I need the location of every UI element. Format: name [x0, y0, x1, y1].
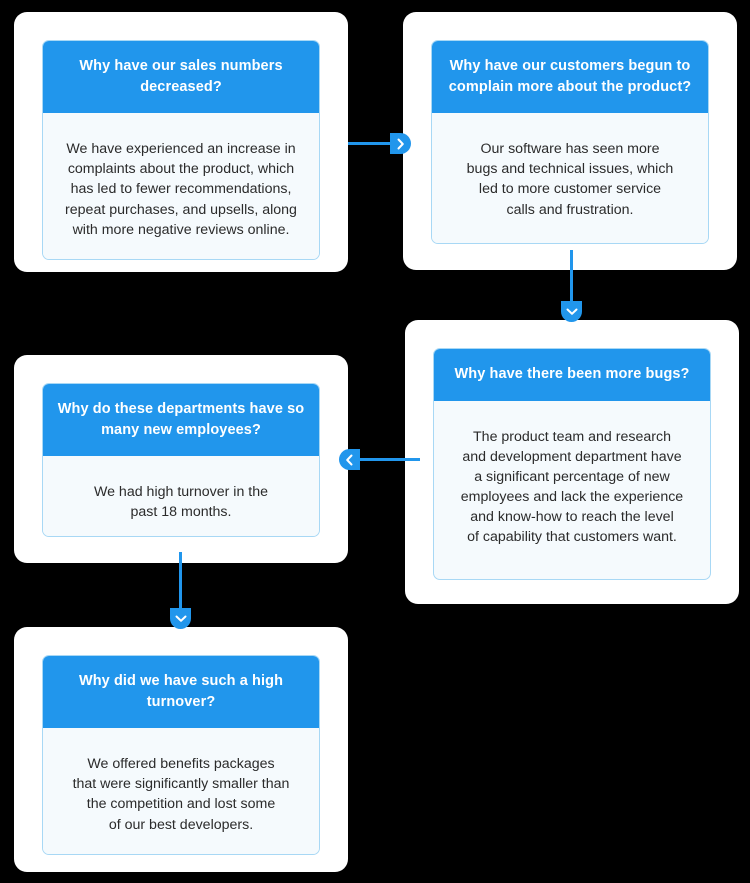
card-answer-body: We have experienced an increase in compl… [43, 113, 319, 259]
card-new-employees[interactable]: Why do these departments have so many ne… [14, 355, 348, 563]
connector-line-card4-card5 [179, 552, 182, 627]
card-answer-body: Our software has seen more bugs and tech… [432, 113, 708, 243]
chevron-down-icon[interactable] [561, 301, 582, 322]
chevron-right-icon[interactable] [390, 133, 411, 154]
card-answer-body: The product team and research and develo… [434, 400, 710, 574]
card-inner: Why do these departments have so many ne… [42, 383, 320, 537]
card-sales-numbers[interactable]: Why have our sales numbers decreased? We… [14, 12, 348, 272]
card-inner: Why have our sales numbers decreased? We… [42, 40, 320, 260]
connector-line-card2-card3 [570, 250, 573, 315]
card-question-header: Why do these departments have so many ne… [43, 384, 319, 457]
card-question-header: Why have there been more bugs? [434, 349, 710, 401]
connector-line-card1-card2 [348, 142, 403, 145]
card-high-turnover[interactable]: Why did we have such a high turnover? We… [14, 627, 348, 872]
card-inner: Why did we have such a high turnover? We… [42, 655, 320, 855]
chevron-down-icon[interactable] [170, 608, 191, 629]
connector-line-card3-card4 [340, 458, 420, 461]
card-inner: Why have our customers begun to complain… [431, 40, 709, 244]
card-question-header: Why have our sales numbers decreased? [43, 41, 319, 114]
card-question-header: Why did we have such a high turnover? [43, 656, 319, 729]
card-more-bugs[interactable]: Why have there been more bugs? The produ… [405, 320, 739, 604]
card-answer-body: We had high turnover in the past 18 mont… [43, 456, 319, 536]
card-answer-body: We offered benefits packages that were s… [43, 728, 319, 854]
chevron-left-icon[interactable] [339, 449, 360, 470]
card-inner: Why have there been more bugs? The produ… [433, 348, 711, 580]
card-question-header: Why have our customers begun to complain… [432, 41, 708, 114]
card-customer-complaints[interactable]: Why have our customers begun to complain… [403, 12, 737, 270]
